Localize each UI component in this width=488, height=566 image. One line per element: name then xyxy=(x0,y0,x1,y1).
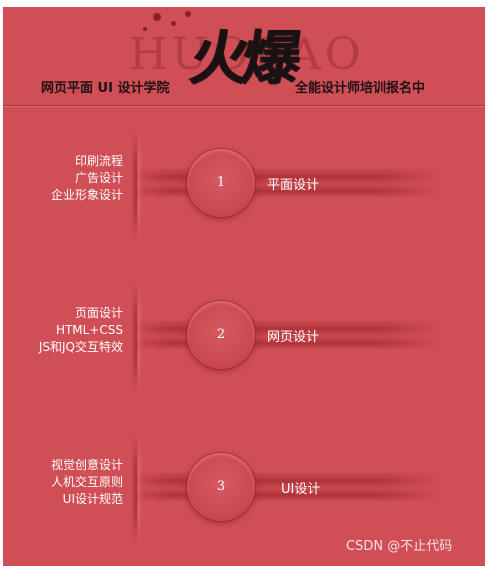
number-badge xyxy=(187,453,255,521)
slogan-left: 网页平面 UI 设计学院 xyxy=(41,81,170,96)
footer-watermark: CSDN @不止代码 xyxy=(346,539,453,554)
course-topics: 印刷流程 广告设计 企业形象设计 xyxy=(3,153,123,204)
header-banner: HUOBAO 火爆 网页平面 UI 设计学院 全能设计师培训报名中 xyxy=(3,7,485,106)
course-row: 视觉创意设计 人机交互原则 UI设计规范 3 UI设计 xyxy=(3,435,485,545)
ink-splash xyxy=(143,27,147,31)
course-row: 印刷流程 广告设计 企业形象设计 1 平面设计 xyxy=(3,131,485,241)
course-topics: 视觉创意设计 人机交互原则 UI设计规范 xyxy=(3,457,123,508)
topic-item: 印刷流程 xyxy=(74,154,123,168)
topic-item: 视觉创意设计 xyxy=(50,458,123,472)
row-band xyxy=(131,321,441,349)
course-row: 页面设计 HTML+CSS JS和JQ交互特效 2 网页设计 xyxy=(3,283,485,393)
row-number: 1 xyxy=(216,175,226,190)
ink-splash xyxy=(153,13,161,21)
ink-splash xyxy=(185,11,191,17)
row-band xyxy=(131,473,441,501)
course-title: UI设计 xyxy=(281,482,321,497)
course-topics: 页面设计 HTML+CSS JS和JQ交互特效 xyxy=(3,305,123,356)
topic-item: HTML+CSS xyxy=(55,323,123,337)
row-number: 3 xyxy=(216,479,226,494)
page-frame: HUOBAO 火爆 网页平面 UI 设计学院 全能设计师培训报名中 印刷流程 广… xyxy=(3,7,485,566)
slogan-right: 全能设计师培训报名中 xyxy=(295,81,426,96)
brand-logo: 火爆 xyxy=(186,24,300,92)
row-number: 2 xyxy=(216,327,226,342)
ink-splash xyxy=(171,21,176,26)
number-badge xyxy=(187,149,255,217)
topic-item: 广告设计 xyxy=(74,171,123,185)
brand-watermark: HUOBAO xyxy=(129,29,365,80)
topic-item: JS和JQ交互特效 xyxy=(38,340,123,354)
topic-item: UI设计规范 xyxy=(62,492,123,506)
course-title: 平面设计 xyxy=(267,178,320,193)
topic-item: 页面设计 xyxy=(74,306,123,320)
topic-item: 企业形象设计 xyxy=(50,188,123,202)
row-band xyxy=(131,169,441,197)
number-badge xyxy=(187,301,255,369)
course-title: 网页设计 xyxy=(267,330,320,345)
topic-item: 人机交互原则 xyxy=(50,475,123,489)
